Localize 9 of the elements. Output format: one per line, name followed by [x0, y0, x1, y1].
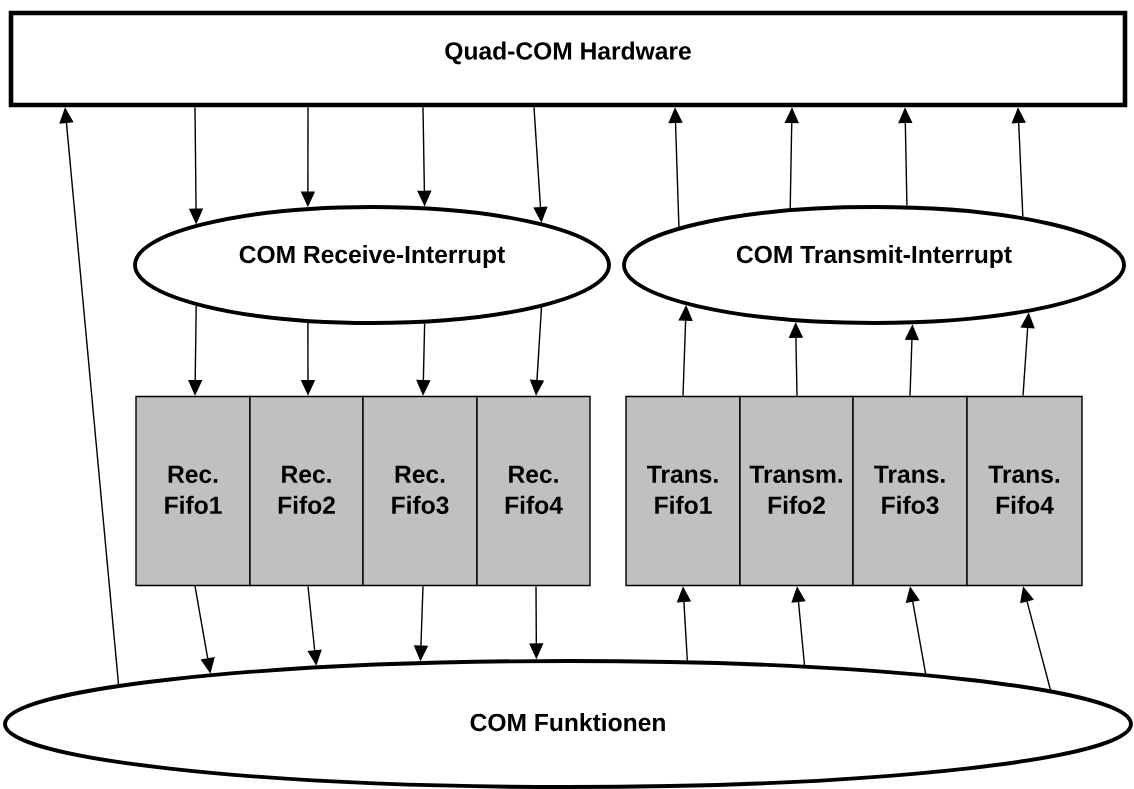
fifo-box: Trans. Fifo3 — [852, 395, 968, 587]
hardware-box: Quad-COM Hardware — [8, 10, 1128, 108]
fifo-box: Rec. Fifo3 — [362, 395, 478, 587]
fifo-box: Rec. Fifo2 — [249, 395, 364, 587]
fifo-box: Trans. Fifo1 — [625, 395, 741, 587]
fifo-box: Transm. Fifo2 — [739, 395, 854, 587]
fifo-box: Rec. Fifo4 — [476, 395, 591, 587]
fifo-box: Rec. Fifo1 — [135, 395, 251, 587]
fifo-box: Trans. Fifo4 — [966, 395, 1083, 587]
